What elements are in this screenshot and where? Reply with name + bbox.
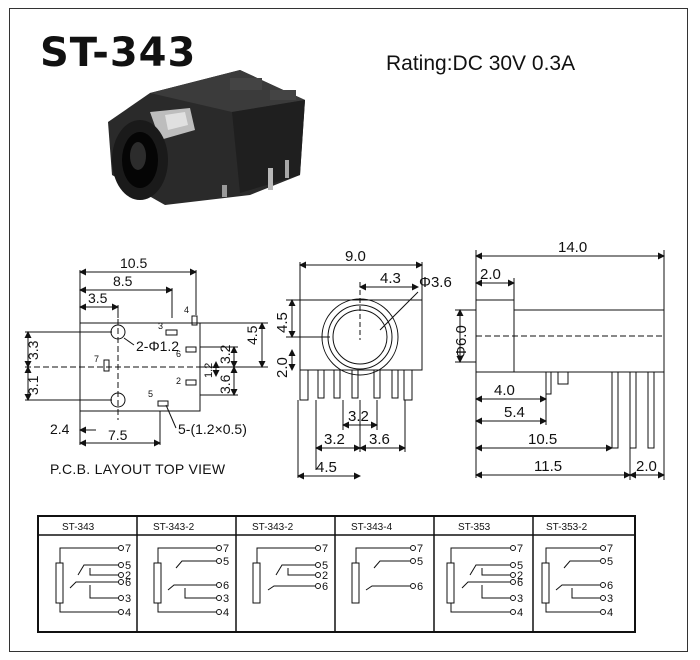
table-header-model: ST-353-2 bbox=[546, 522, 588, 533]
front-dim-4-5b: 4.5 bbox=[316, 459, 337, 476]
table-pin: 3 bbox=[607, 593, 613, 605]
side-dim-11-5: 11.5 bbox=[534, 458, 562, 475]
table-header-model: ST-353 bbox=[458, 522, 491, 533]
table-pin: 6 bbox=[607, 580, 613, 592]
table-pin: 4 bbox=[517, 607, 523, 619]
pcb-pin-label: 7 bbox=[94, 354, 99, 364]
side-dim-2-0a: 2.0 bbox=[480, 266, 501, 283]
pcb-pin-label: 2 bbox=[176, 376, 181, 386]
table-pin: 2 bbox=[322, 570, 328, 582]
table-pin: 7 bbox=[322, 543, 328, 555]
table-pin: 4 bbox=[125, 607, 131, 619]
model-title: ST-343 bbox=[40, 30, 197, 76]
pcb-dim-3-1: 3.1 bbox=[25, 375, 41, 395]
drawing-frame bbox=[9, 8, 688, 652]
table-pin: 3 bbox=[517, 593, 523, 605]
rating-label: Rating:DC 30V 0.3A bbox=[386, 52, 576, 75]
table-header-model: ST-343 bbox=[62, 522, 95, 533]
front-dim-4-3: 4.3 bbox=[380, 270, 401, 287]
pcb-pin-label: 3 bbox=[158, 321, 163, 331]
table-pin: 3 bbox=[125, 593, 131, 605]
table-header-model: ST-343-2 bbox=[153, 522, 195, 533]
pcb-dim-3-3: 3.3 bbox=[25, 340, 41, 360]
pcb-dim-3-5: 3.5 bbox=[88, 290, 108, 306]
table-pin: 6 bbox=[417, 581, 423, 593]
table-pin: 6 bbox=[322, 581, 328, 593]
table-pin: 5 bbox=[417, 556, 423, 568]
pcb-dim-10-5: 10.5 bbox=[120, 255, 147, 271]
front-dim-9-0: 9.0 bbox=[345, 248, 366, 265]
side-dim-dia: Φ6.0 bbox=[453, 325, 470, 358]
pcb-dim-3-6: 3.6 bbox=[217, 374, 233, 394]
side-dim-2-0b: 2.0 bbox=[636, 458, 657, 475]
table-pin: 5 bbox=[607, 556, 613, 568]
front-dim-3-2b: 3.2 bbox=[324, 431, 345, 448]
front-dim-3-2a: 3.2 bbox=[348, 408, 369, 425]
table-pin: 7 bbox=[607, 543, 613, 555]
table-pin: 5 bbox=[223, 556, 229, 568]
table-pin: 4 bbox=[223, 607, 229, 619]
pcb-dim-hole: 2-Φ1.2 bbox=[136, 338, 179, 354]
table-header-model: ST-343-4 bbox=[351, 522, 393, 533]
table-pin: 4 bbox=[607, 607, 613, 619]
front-dim-4-5: 4.5 bbox=[274, 312, 291, 333]
table-pin: 6 bbox=[223, 580, 229, 592]
table-pin: 7 bbox=[517, 543, 523, 555]
side-dim-4-0: 4.0 bbox=[494, 382, 515, 399]
pcb-pin-label: 6 bbox=[176, 349, 181, 359]
table-pin: 6 bbox=[125, 577, 131, 589]
pcb-pin-label: 4 bbox=[184, 305, 189, 315]
table-pin: 3 bbox=[223, 593, 229, 605]
table-pin: 5 bbox=[517, 560, 523, 572]
table-header-model: ST-343-2 bbox=[252, 522, 294, 533]
front-dim-2-0: 2.0 bbox=[274, 357, 291, 378]
front-dim-dia: Φ3.6 bbox=[419, 274, 452, 291]
table-pin: 5 bbox=[125, 560, 131, 572]
table-pin: 5 bbox=[322, 560, 328, 572]
pcb-dim-2-4: 2.4 bbox=[50, 421, 70, 437]
pcb-dim-slot: 5-(1.2×0.5) bbox=[178, 421, 247, 437]
pcb-dim-8-5: 8.5 bbox=[113, 273, 133, 289]
pcb-dim-3-2: 3.2 bbox=[217, 344, 233, 364]
pcb-dim-7-5: 7.5 bbox=[108, 427, 128, 443]
table-pin: 6 bbox=[517, 577, 523, 589]
table-pin: 7 bbox=[125, 543, 131, 555]
side-dim-5-4: 5.4 bbox=[504, 404, 525, 421]
side-dim-14-0: 14.0 bbox=[558, 239, 587, 256]
table-pin: 7 bbox=[223, 543, 229, 555]
pcb-dim-4-5: 4.5 bbox=[244, 325, 260, 345]
pcb-dim-1-2: 1.2 bbox=[203, 363, 215, 378]
pcb-caption: P.C.B. LAYOUT TOP VIEW bbox=[50, 461, 226, 477]
table-pin: 7 bbox=[417, 543, 423, 555]
table-pin: 2 bbox=[517, 570, 523, 582]
side-dim-10-5: 10.5 bbox=[528, 431, 557, 448]
table-pin: 2 bbox=[125, 570, 131, 582]
pcb-pin-label: 5 bbox=[148, 389, 153, 399]
front-dim-3-6: 3.6 bbox=[369, 431, 390, 448]
